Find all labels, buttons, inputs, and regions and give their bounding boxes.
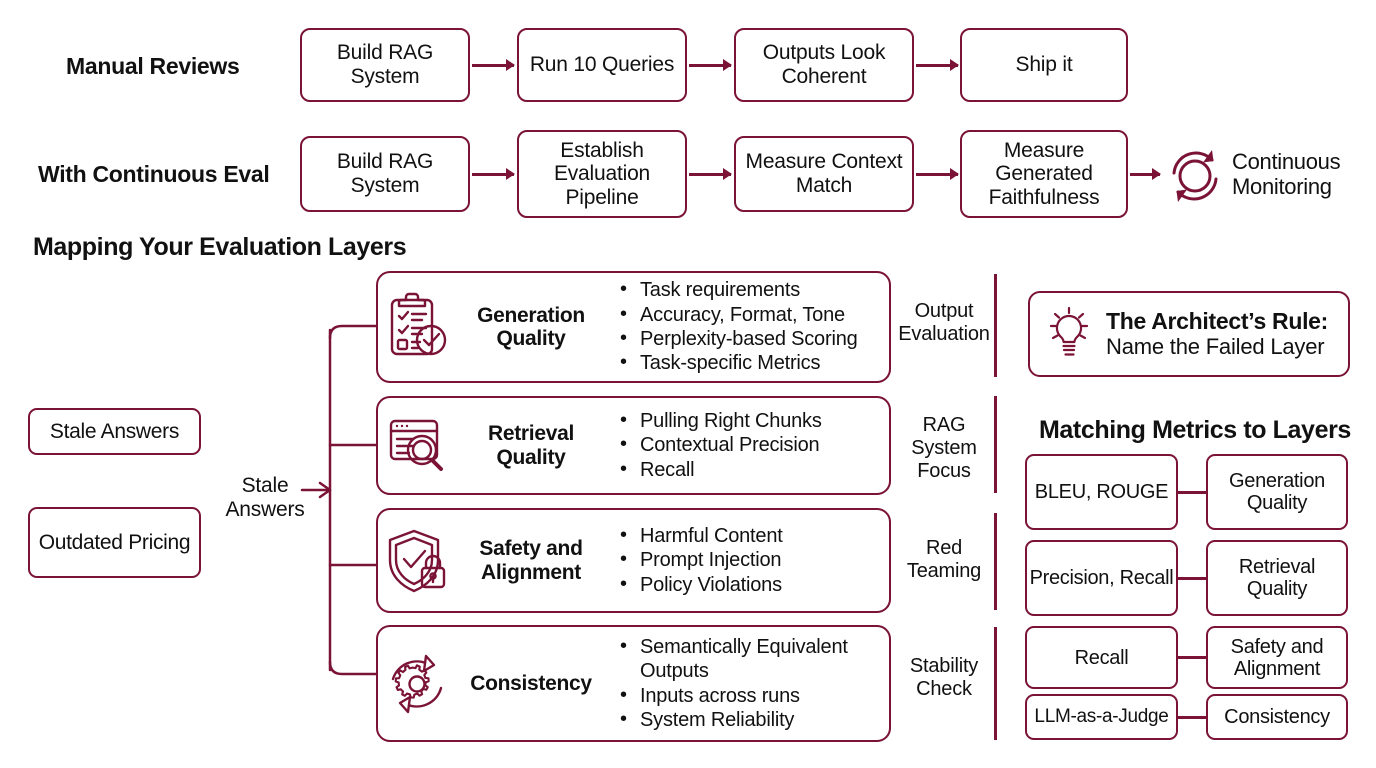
architects-rule-box[interactable]: The Architect’s Rule: Name the Failed La… <box>1028 291 1350 377</box>
layer-name: Safety and Alignment <box>479 537 583 584</box>
layer-card-safety-and-alignment[interactable]: Safety and Alignment Harmful Content Pro… <box>376 508 891 613</box>
arrow-eval-3 <box>916 173 958 176</box>
process-box-run-10-queries[interactable]: Run 10 Queries <box>517 28 687 102</box>
layer-bullet: Recall <box>620 457 889 482</box>
process-box-label: Build RAG System <box>336 41 434 88</box>
metric-label: Precision, Recall <box>1029 567 1174 589</box>
focus-label-red-teaming: Red Teaming <box>906 537 982 582</box>
clipboard-checklist-icon <box>378 292 456 362</box>
process-box-build-rag-system-eval[interactable]: Build RAG System <box>300 136 470 212</box>
layer-card-consistency[interactable]: Consistency Semantically Equivalent Outp… <box>376 625 891 742</box>
process-box-label: Measure Context Match <box>745 150 903 197</box>
layer-bullets: Semantically Equivalent Outputs Inputs a… <box>606 634 889 733</box>
layer-bullet: Policy Violations <box>620 572 889 597</box>
layer-bullets: Pulling Right Chunks Contextual Precisio… <box>606 408 889 482</box>
metric-link-3 <box>1176 656 1208 659</box>
layer-name: Consistency <box>470 671 592 695</box>
row-label-with-continuous-eval: With Continuous Eval <box>38 161 270 187</box>
layer-bullet: Accuracy, Format, Tone <box>620 302 889 327</box>
arrow-eval-1 <box>472 173 514 176</box>
process-box-label: Ship it <box>1015 53 1073 77</box>
metric-link-4 <box>1176 716 1208 719</box>
layer-bullet: Contextual Precision <box>620 432 889 457</box>
process-box-ship-it[interactable]: Ship it <box>960 28 1128 102</box>
focus-label-output-evaluation: Output Evaluation <box>898 300 990 345</box>
issue-label: Outdated Pricing <box>38 530 191 554</box>
focus-divider-4 <box>994 627 997 740</box>
metric-link-2 <box>1176 577 1208 580</box>
arrow-eval-4 <box>1130 173 1160 176</box>
layer-name: Retrieval Quality <box>487 422 575 469</box>
arrow-manual-1 <box>472 64 514 67</box>
continuous-monitoring-icon <box>1162 142 1228 208</box>
process-box-build-rag-system-manual[interactable]: Build RAG System <box>300 28 470 102</box>
process-box-label: Measure Generated Faithfulness <box>988 138 1100 209</box>
focus-divider-1 <box>994 274 997 377</box>
layer-box-consistency[interactable]: Consistency <box>1206 694 1348 740</box>
layer-bullet: Prompt Injection <box>620 547 889 572</box>
metric-label: BLEU, ROUGE <box>1034 481 1169 503</box>
layer-box-safety-and-alignment[interactable]: Safety and Alignment <box>1206 626 1348 689</box>
document-search-icon <box>378 415 456 477</box>
continuous-monitoring-label: Continuous Monitoring <box>1232 149 1341 200</box>
metric-box-llm-as-a-judge[interactable]: LLM-as-a-Judge <box>1025 694 1178 740</box>
process-box-measure-context-match[interactable]: Measure Context Match <box>734 136 914 212</box>
lightbulb-icon <box>1040 305 1098 363</box>
layer-bullet: Pulling Right Chunks <box>620 408 889 433</box>
shield-lock-icon <box>378 528 456 594</box>
layer-box-retrieval-quality[interactable]: Retrieval Quality <box>1206 540 1348 616</box>
process-box-label: Outputs Look Coherent <box>762 41 886 88</box>
layer-bullet: Task requirements <box>620 277 889 302</box>
layer-label: Safety and Alignment <box>1230 635 1324 680</box>
layer-label: Generation Quality <box>1229 470 1325 514</box>
layer-name: Generation Quality <box>477 303 585 350</box>
metric-box-recall[interactable]: Recall <box>1025 626 1178 689</box>
focus-label-stability-check: Stability Check <box>909 655 979 700</box>
issue-label: Stale Answers <box>49 419 180 443</box>
arrow-manual-3 <box>916 64 958 67</box>
section-title-matching-metrics: Matching Metrics to Layers <box>1039 416 1351 444</box>
architects-rule-line2: Name the Failed Layer <box>1106 334 1325 360</box>
layer-bullet: Perplexity-based Scoring <box>620 326 889 351</box>
gear-cycle-icon <box>378 651 456 717</box>
layer-box-generation-quality[interactable]: Generation Quality <box>1206 454 1348 530</box>
metric-box-bleu-rouge[interactable]: BLEU, ROUGE <box>1025 454 1178 530</box>
layer-bullet: Harmful Content <box>620 523 889 548</box>
arrow-manual-2 <box>689 64 731 67</box>
metric-label: LLM-as-a-Judge <box>1034 705 1169 727</box>
process-box-label: Run 10 Queries <box>529 53 675 77</box>
process-box-measure-generated-faithfulness[interactable]: Measure Generated Faithfulness <box>960 130 1128 218</box>
issue-box-outdated-pricing[interactable]: Outdated Pricing <box>28 507 201 578</box>
branch-label-stale-answers: Stale Answers <box>225 474 305 521</box>
focus-divider-2 <box>994 396 997 493</box>
issue-box-stale-answers[interactable]: Stale Answers <box>28 408 201 455</box>
layer-bullet: Inputs across runs <box>620 682 889 708</box>
layer-bullets: Task requirements Accuracy, Format, Tone… <box>606 277 889 376</box>
layer-card-generation-quality[interactable]: Generation Quality Task requirements Acc… <box>376 271 891 383</box>
process-box-establish-evaluation-pipeline[interactable]: Establish Evaluation Pipeline <box>517 130 687 218</box>
layer-card-retrieval-quality[interactable]: Retrieval Quality Pulling Right Chunks C… <box>376 396 891 495</box>
layer-bullets: Harmful Content Prompt Injection Policy … <box>606 523 889 597</box>
metric-link-1 <box>1176 491 1208 494</box>
architects-rule-line1: The Architect’s Rule: <box>1106 307 1329 334</box>
layer-bullet: Semantically Equivalent Outputs <box>620 634 889 684</box>
metric-label: Recall <box>1074 646 1129 669</box>
layer-label: Consistency <box>1224 706 1330 728</box>
row-label-manual-reviews: Manual Reviews <box>66 53 240 79</box>
layer-bullet: System Reliability <box>620 707 889 732</box>
metric-box-precision-recall[interactable]: Precision, Recall <box>1025 540 1178 616</box>
focus-label-rag-system-focus: RAG System Focus <box>911 414 977 482</box>
process-box-label: Establish Evaluation Pipeline <box>553 138 651 209</box>
process-box-outputs-look-coherent[interactable]: Outputs Look Coherent <box>734 28 914 102</box>
layer-label: Retrieval Quality <box>1238 556 1316 600</box>
layer-bullet: Task-specific Metrics <box>620 350 889 375</box>
tree-bracket-connector <box>300 300 384 700</box>
focus-divider-3 <box>994 513 997 610</box>
page-title-mapping: Mapping Your Evaluation Layers <box>33 233 407 261</box>
arrow-eval-2 <box>689 173 731 176</box>
process-box-label: Build RAG System <box>336 150 434 197</box>
